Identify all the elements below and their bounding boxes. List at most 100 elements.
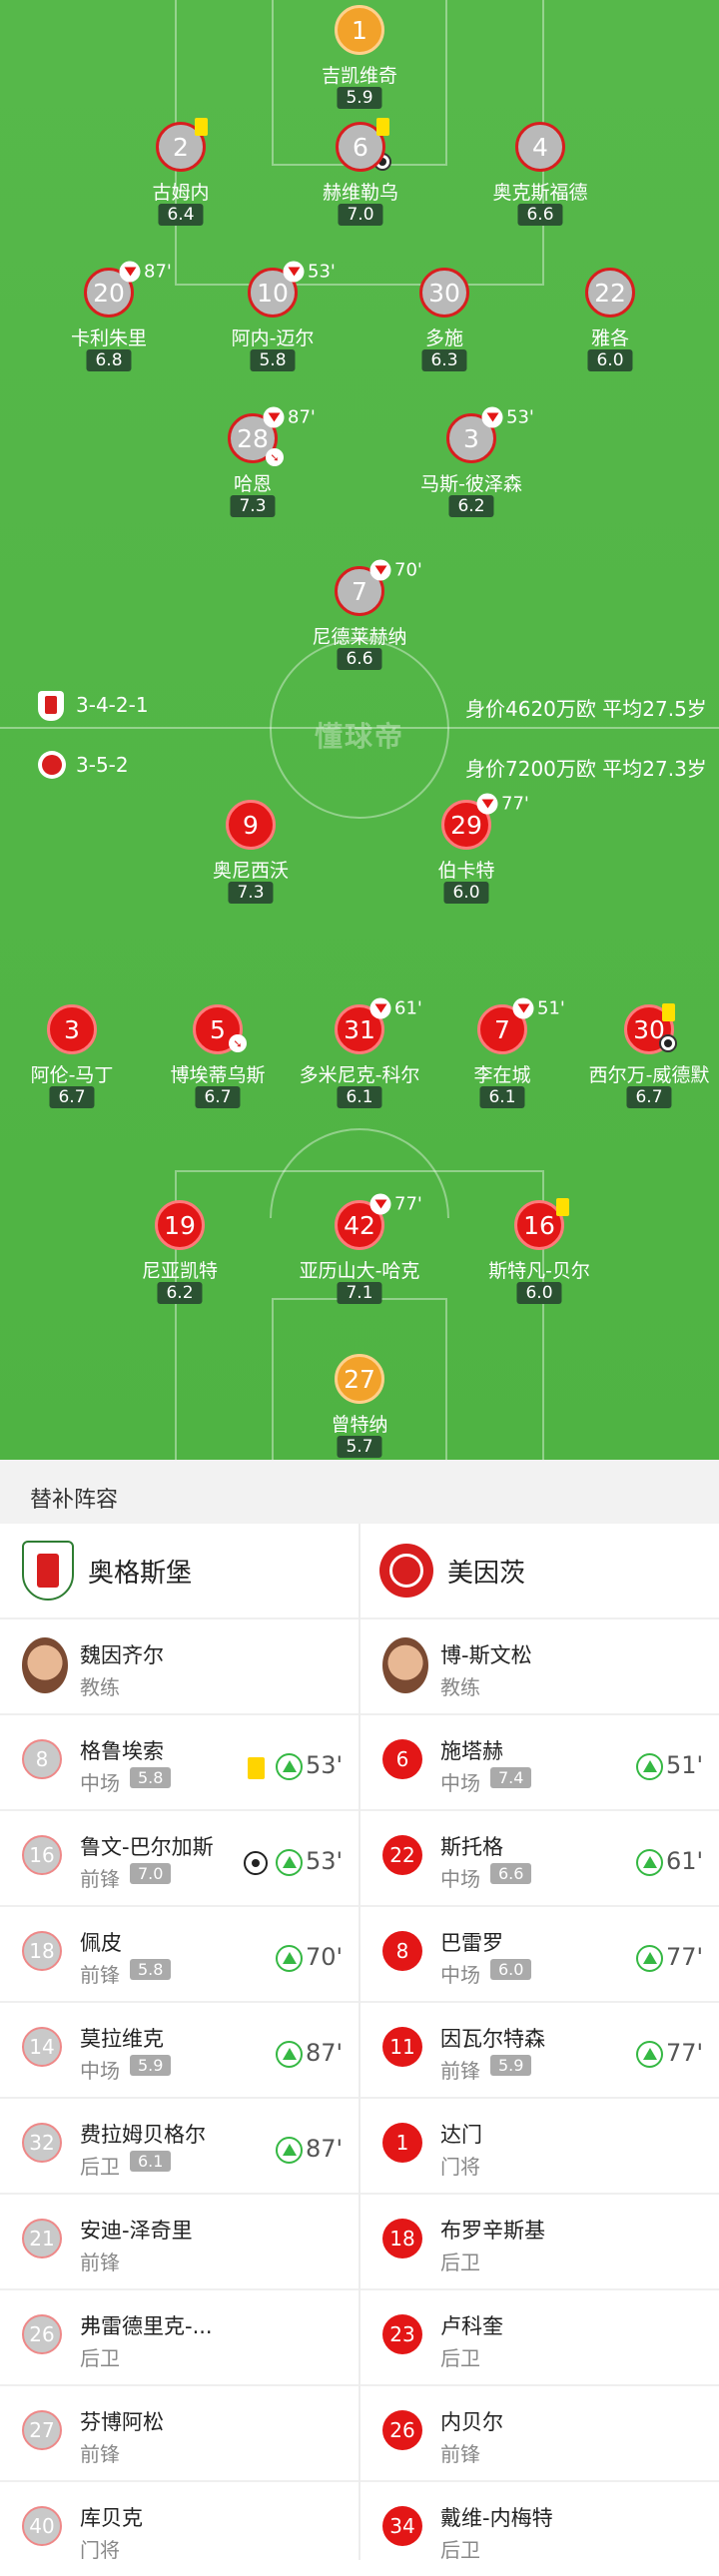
player-name: 博埃蒂乌斯 (170, 1064, 266, 1086)
left-coach-name: 魏因齐尔 (80, 1643, 164, 1667)
yellow-card-icon (248, 1757, 265, 1779)
sub-player-position: 中场 (440, 1771, 480, 1795)
player-marker[interactable]: 27 (335, 1354, 384, 1404)
center-circle (270, 639, 449, 819)
player-name: 多施 (424, 327, 464, 349)
player-marker[interactable]: 9 (226, 800, 276, 850)
player-marker[interactable]: 4 (515, 122, 565, 172)
player-marker[interactable]: 22 (585, 268, 635, 318)
sub-player-name: 格鲁埃索 (80, 1739, 164, 1763)
player-marker[interactable]: 42 (335, 1200, 384, 1250)
sub-out-icon (263, 406, 285, 428)
sub-in-time: 77' (666, 1943, 704, 1971)
sub-in-icon (276, 1849, 303, 1876)
sub-in-time: 70' (306, 1943, 344, 1971)
mainz-logo-small (38, 751, 66, 779)
mainz-logo (379, 1544, 433, 1598)
sub-player-number: 14 (22, 2027, 62, 2067)
sub-in-icon (636, 1753, 663, 1780)
sub-player-position: 门将 (80, 2538, 120, 2562)
yellow-card-icon (662, 1003, 675, 1021)
player-marker[interactable]: 3 (446, 413, 496, 463)
player-marker[interactable]: 6 (336, 122, 385, 172)
player-name: 卡利朱里 (70, 327, 148, 349)
player-name: 雅各 (590, 327, 630, 349)
sub-in-time: 87' (306, 2135, 344, 2163)
right-coach-row[interactable]: 博-斯文松 教练 (360, 1617, 719, 1713)
sub-player-position: 中场 (80, 2059, 120, 2083)
player-marker[interactable]: 19 (155, 1200, 205, 1250)
sub-player-name: 斯托格 (440, 1835, 503, 1859)
augsburg-logo (22, 1541, 74, 1601)
sub-in-time: 77' (666, 2039, 704, 2067)
player-marker[interactable]: 30 (419, 268, 469, 318)
sub-player-rating: 5.9 (490, 2055, 532, 2076)
player-marker[interactable]: 29 (441, 800, 491, 850)
left-team-header[interactable]: 奥格斯堡 (22, 1524, 352, 1617)
sub-player-number: 1 (382, 2123, 422, 2163)
player-marker[interactable]: 10 (248, 268, 298, 318)
player-name: 伯卡特 (437, 860, 495, 882)
sub-player-number: 18 (22, 1931, 62, 1971)
player-name: 吉凯维奇 (321, 65, 398, 87)
sub-player-rating: 5.9 (130, 2055, 172, 2076)
player-marker[interactable]: 7 (477, 1004, 527, 1054)
player-marker[interactable]: 3 (47, 1004, 97, 1054)
player-name: 李在城 (473, 1064, 531, 1086)
sub-player-number: 23 (382, 2314, 422, 2354)
sub-out-icon (512, 997, 534, 1019)
sub-player-number: 34 (382, 2506, 422, 2546)
sub-player-number: 26 (382, 2410, 422, 2450)
player-name: 尼德莱赫纳 (312, 626, 407, 648)
player-name: 马斯-彼泽森 (420, 473, 522, 495)
sub-out-time: 61' (394, 997, 422, 1019)
coach-avatar (22, 1637, 68, 1693)
player-marker[interactable]: 1 (335, 5, 384, 55)
player-name: 西尔万-威德默 (588, 1064, 710, 1086)
sub-in-icon (636, 1945, 663, 1972)
player-name: 尼亚凯特 (141, 1260, 219, 1282)
sub-out-time: 77' (501, 793, 529, 815)
sub-out-icon (283, 261, 305, 283)
player-name: 古姆内 (152, 182, 210, 204)
sub-out-time: 53' (506, 406, 534, 428)
sub-out-icon (476, 793, 498, 815)
left-coach-role: 教练 (80, 1675, 120, 1699)
player-marker[interactable]: 2 (156, 122, 206, 172)
player-name: 奥克斯福德 (492, 182, 588, 204)
sub-player-position: 后卫 (440, 2538, 480, 2562)
sub-player-name: 施塔赫 (440, 1739, 503, 1763)
player-name: 斯特凡-贝尔 (488, 1260, 590, 1282)
yellow-card-icon (556, 1198, 569, 1216)
sub-player-rating: 6.6 (490, 1863, 532, 1884)
right-team-header[interactable]: 美因茨 (379, 1524, 709, 1617)
player-rating: 6.3 (421, 349, 467, 371)
player-name: 亚历山大-哈克 (299, 1260, 420, 1282)
player-name: 哈恩 (233, 473, 273, 495)
sub-player-rating: 6.0 (490, 1959, 532, 1980)
player-marker[interactable]: 16 (514, 1200, 564, 1250)
sub-player-position: 前锋 (80, 1963, 120, 1987)
sub-player-number: 22 (382, 1835, 422, 1875)
left-coach-row[interactable]: 魏因齐尔 教练 (0, 1617, 359, 1713)
sub-out-time: 87' (144, 261, 172, 283)
player-name: 阿内-迈尔 (231, 327, 315, 349)
